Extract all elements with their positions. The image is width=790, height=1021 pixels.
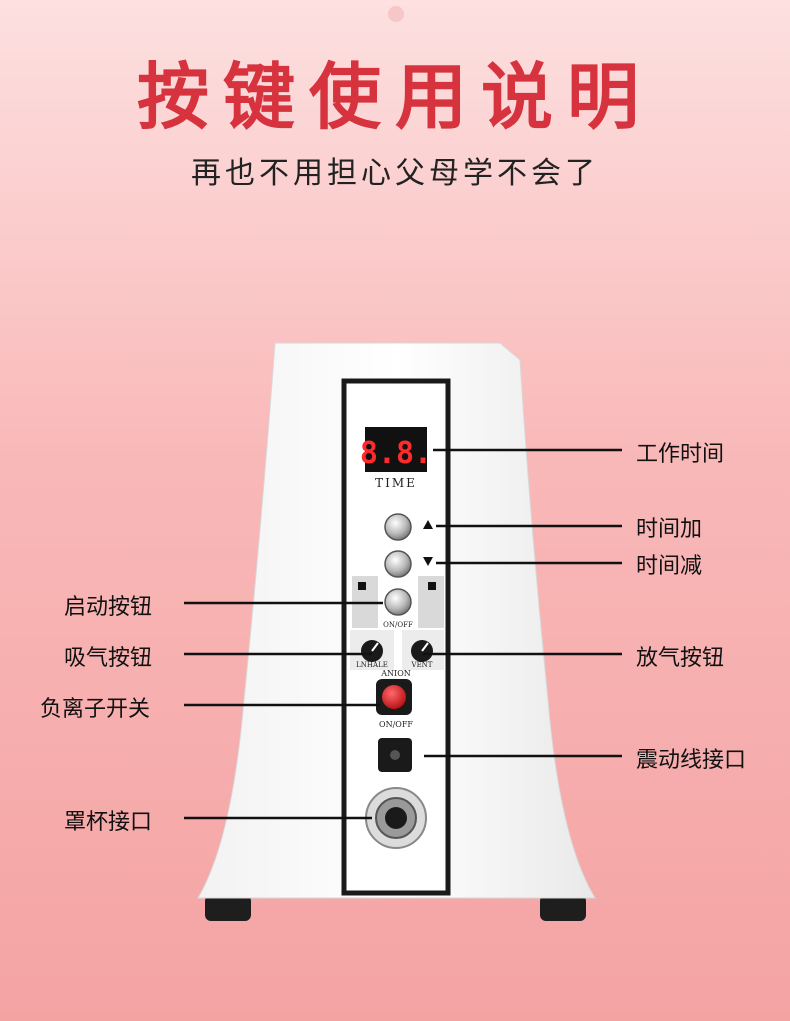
callout-work-time: 工作时间 — [636, 442, 725, 467]
right-indicator — [428, 582, 436, 590]
callout-time-up: 时间加 — [636, 517, 703, 542]
cup-port-inner — [385, 807, 407, 829]
anion-switch — [382, 685, 406, 709]
page-title: 按键使用说明 — [136, 55, 653, 139]
vibration-port-hole — [390, 750, 400, 760]
led-display — [365, 427, 427, 472]
time-up-button — [384, 513, 412, 541]
anion-label: ANION — [380, 669, 411, 678]
start-button — [384, 588, 412, 616]
callout-anion-switch: 负离子开关 — [40, 697, 151, 722]
top-decor-dot — [388, 6, 404, 22]
callout-cup-port: 罩杯接口 — [64, 810, 153, 835]
callout-inhale-button: 吸气按钮 — [64, 646, 153, 671]
left-indicator — [358, 582, 366, 590]
right-foot — [540, 895, 586, 921]
callout-start-button: 启动按钮 — [64, 595, 153, 620]
time-down-button — [384, 550, 412, 578]
vent-knob-label: VENT — [411, 661, 433, 669]
up-arrow-icon — [423, 520, 433, 529]
page-subtitle: 再也不用担心父母学不会了 — [191, 156, 599, 191]
led-digits: 8.8. — [360, 436, 432, 471]
inhale-knob-label: LNHALE — [356, 661, 388, 669]
time-label: TIME — [375, 476, 417, 490]
callout-time-down: 时间减 — [636, 554, 703, 579]
callout-vent-button: 放气按钮 — [636, 646, 725, 671]
left-foot — [205, 895, 251, 921]
start-onoff-label: ON/OFF — [383, 621, 413, 629]
down-arrow-icon — [423, 557, 433, 566]
callout-vibration-port: 震动线接口 — [636, 748, 747, 773]
anion-onoff-label: ON/OFF — [379, 720, 413, 729]
